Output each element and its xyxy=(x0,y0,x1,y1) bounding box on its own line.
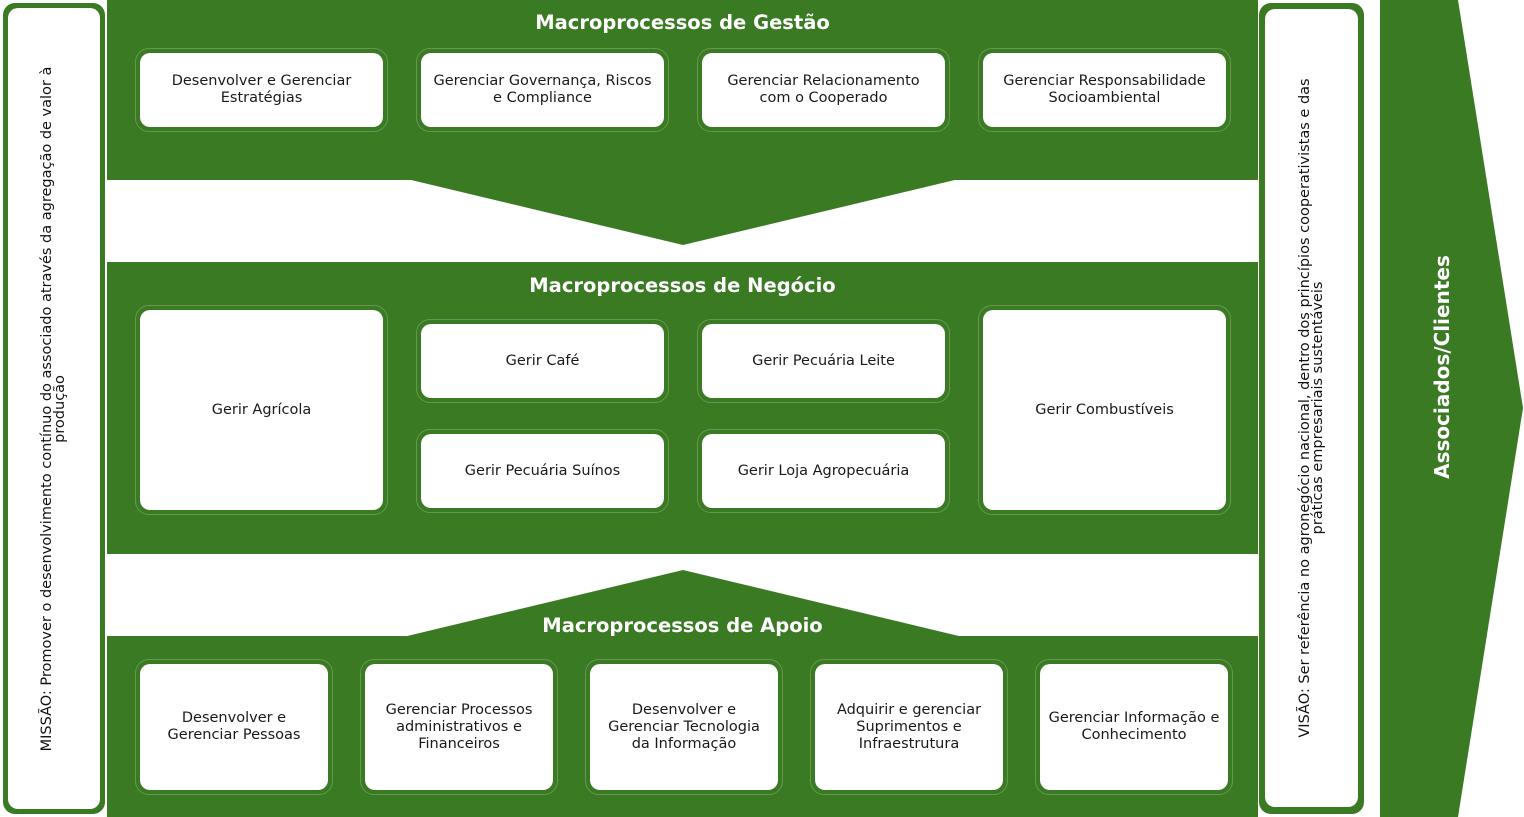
mission-panel: MISSÃO: Promover o desenvolvimento contí… xyxy=(3,3,105,814)
process-box[interactable]: Gerenciar Informação e Conhecimento xyxy=(1035,659,1233,795)
customers-arrow xyxy=(1380,0,1523,817)
process-label: Gerir Pecuária Leite xyxy=(702,324,945,398)
process-box[interactable]: Gerenciar Processos administrativos e Fi… xyxy=(360,659,558,795)
process-label: Gerenciar Governança, Riscos e Complianc… xyxy=(421,53,664,127)
process-label: Gerenciar Processos administrativos e Fi… xyxy=(365,664,553,790)
vision-text: VISÃO: Ser referência no agronegócio nac… xyxy=(1296,78,1326,738)
vision-panel-inner: VISÃO: Ser referência no agronegócio nac… xyxy=(1265,9,1358,807)
process-box[interactable]: Desenvolver e Gerenciar Pessoas xyxy=(135,659,333,795)
process-box[interactable]: Gerir Café xyxy=(416,319,669,403)
process-label: Desenvolver e Gerenciar Pessoas xyxy=(140,664,328,790)
process-label: Gerenciar Responsabilidade Socioambienta… xyxy=(983,53,1226,127)
process-box[interactable]: Gerenciar Relacionamento com o Cooperado xyxy=(697,48,950,132)
process-box[interactable]: Gerenciar Responsabilidade Socioambienta… xyxy=(978,48,1231,132)
vision-panel: VISÃO: Ser referência no agronegócio nac… xyxy=(1259,3,1364,814)
gestao-chevron-down xyxy=(407,179,959,245)
apoio-title: Macroprocessos de Apoio xyxy=(542,614,823,637)
process-label: Adquirir e gerenciar Suprimentos e Infra… xyxy=(815,664,1003,790)
process-box[interactable]: Gerir Agrícola xyxy=(135,305,388,515)
process-box[interactable]: Gerir Pecuária Leite xyxy=(697,319,950,403)
process-label: Gerenciar Informação e Conhecimento xyxy=(1040,664,1228,790)
process-label: Gerir Combustíveis xyxy=(983,310,1226,510)
negocio-title: Macroprocessos de Negócio xyxy=(529,274,836,297)
process-box[interactable]: Adquirir e gerenciar Suprimentos e Infra… xyxy=(810,659,1008,795)
customers-arrow-label: Associados/Clientes xyxy=(1430,255,1454,479)
mission-text: MISSÃO: Promover o desenvolvimento contí… xyxy=(39,66,68,751)
mission-panel-inner: MISSÃO: Promover o desenvolvimento contí… xyxy=(8,8,100,809)
process-box[interactable]: Gerir Loja Agropecuária xyxy=(697,429,950,513)
process-box[interactable]: Desenvolver e Gerenciar Estratégias xyxy=(135,48,388,132)
process-label: Gerenciar Relacionamento com o Cooperado xyxy=(702,53,945,127)
process-label: Gerir Pecuária Suínos xyxy=(421,434,664,508)
process-label: Desenvolver e Gerenciar Estratégias xyxy=(140,53,383,127)
gestao-title: Macroprocessos de Gestão xyxy=(535,11,830,34)
apoio-chevron-up xyxy=(403,570,963,637)
process-label: Gerir Agrícola xyxy=(140,310,383,510)
process-label: Gerir Loja Agropecuária xyxy=(702,434,945,508)
process-box[interactable]: Gerenciar Governança, Riscos e Complianc… xyxy=(416,48,669,132)
process-box[interactable]: Desenvolver e Gerenciar Tecnologia da In… xyxy=(585,659,783,795)
process-box[interactable]: Gerir Combustíveis xyxy=(978,305,1231,515)
process-box[interactable]: Gerir Pecuária Suínos xyxy=(416,429,669,513)
process-label: Gerir Café xyxy=(421,324,664,398)
process-label: Desenvolver e Gerenciar Tecnologia da In… xyxy=(590,664,778,790)
